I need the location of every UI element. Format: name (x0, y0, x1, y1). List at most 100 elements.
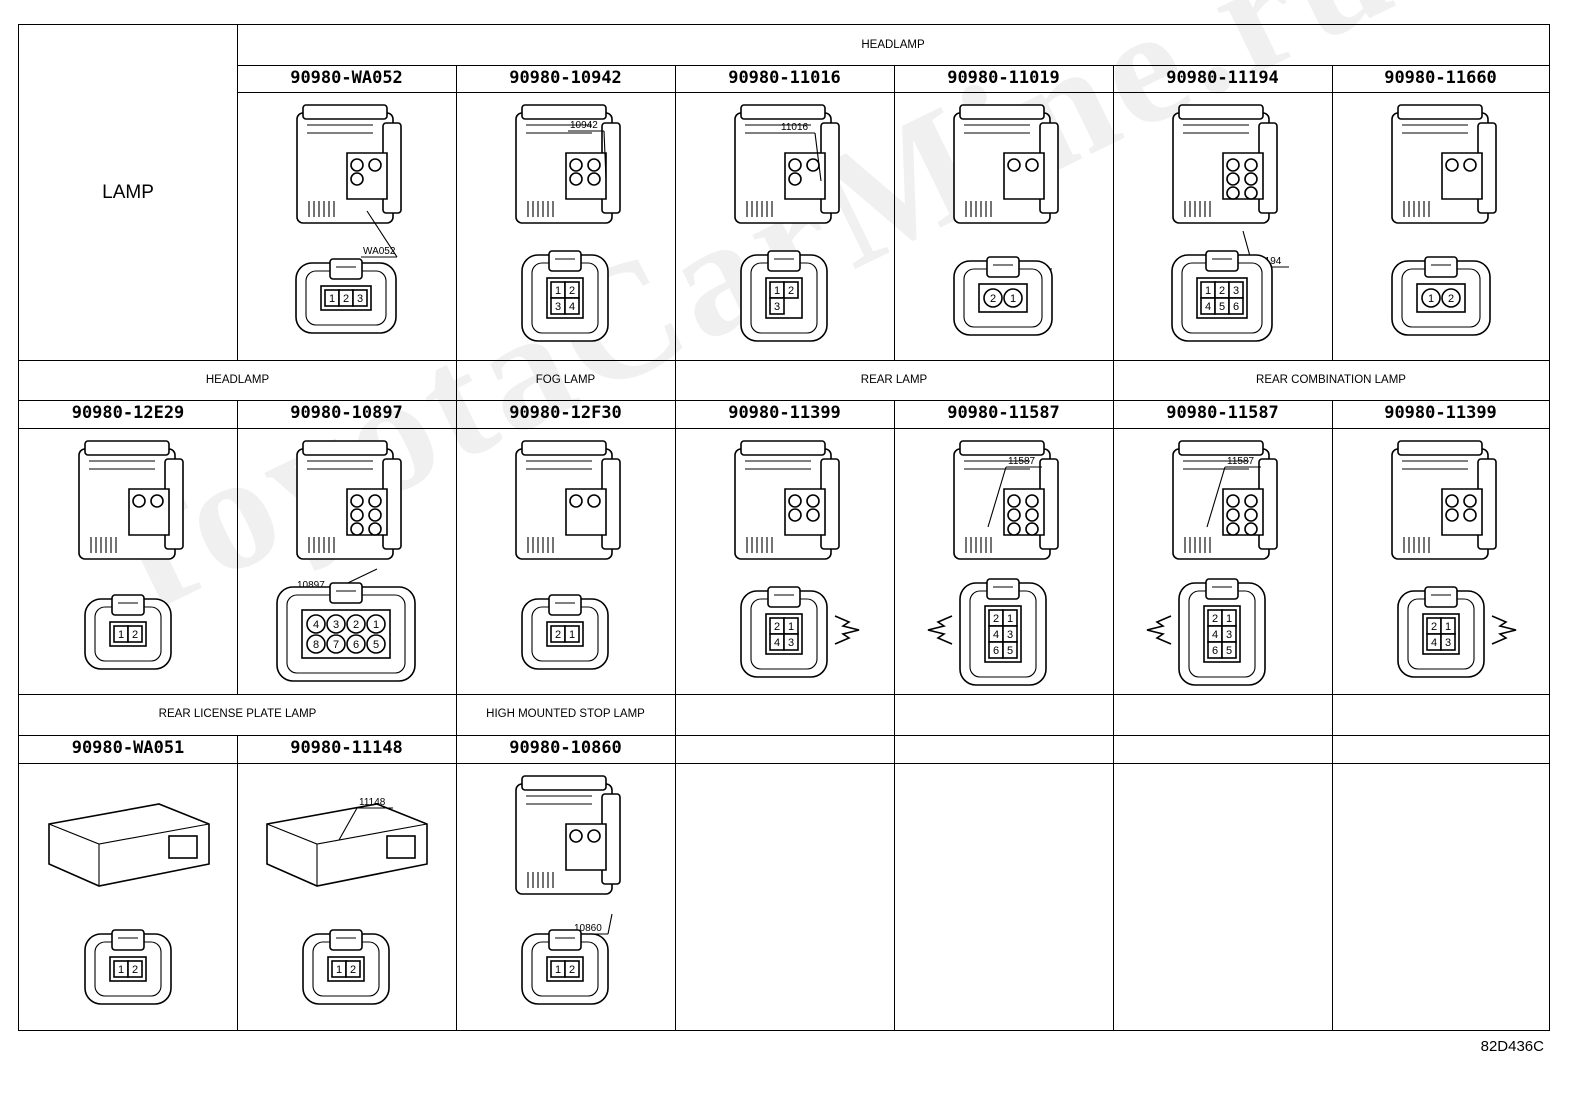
lamp-label: LAMP (102, 182, 154, 203)
part-number: 90980-11587 (1166, 403, 1279, 423)
section-rear-lamp: REAR LAMP (860, 374, 928, 386)
drawing-code: 82D436C (1480, 1038, 1544, 1055)
pin-number: 2 (1219, 285, 1225, 297)
pin-number: 3 (1445, 637, 1451, 649)
pin-number: 3 (774, 301, 780, 313)
part-number: 90980-10897 (290, 403, 403, 423)
part-number: 90980-11587 (947, 403, 1060, 423)
pin-number: 4 (569, 301, 575, 313)
pin-number: 6 (1212, 645, 1218, 657)
part-number: 90980-11148 (290, 738, 403, 758)
connector-tag: 11587 (1008, 456, 1036, 467)
pin-number: 3 (1226, 629, 1232, 641)
pin-number: 2 (774, 621, 780, 633)
connector-drawing-11194: 11194123456 (1113, 93, 1332, 355)
pin-number: 1 (774, 285, 780, 297)
pin-number: 1 (118, 964, 124, 976)
section-headlamp-row1: HEADLAMP (861, 39, 925, 51)
pin-number: 4 (1205, 301, 1211, 313)
pin-number: 3 (1007, 629, 1013, 641)
pin-number: 2 (555, 629, 561, 641)
connector-tag: 10942 (570, 120, 598, 131)
pin-number: 4 (774, 637, 780, 649)
pin-number: 3 (333, 619, 339, 631)
pin-number: 3 (357, 293, 363, 305)
connector-tag: 10860 (574, 923, 602, 934)
pin-number: 2 (990, 293, 996, 305)
part-number: 90980-11399 (1384, 403, 1497, 423)
pin-number: 2 (1212, 613, 1218, 625)
section-headlamp-row2: HEADLAMP (205, 374, 270, 386)
pin-number: 4 (313, 619, 319, 631)
pin-number: 1 (1205, 285, 1211, 297)
pin-number: 6 (993, 645, 999, 657)
pin-number: 1 (788, 621, 794, 633)
pin-number: 2 (350, 964, 356, 976)
pin-number: 2 (1431, 621, 1437, 633)
pin-number: 2 (1448, 293, 1454, 305)
pin-number: 5 (1226, 645, 1232, 657)
part-number: 90980-11660 (1384, 68, 1497, 88)
pin-number: 3 (788, 637, 794, 649)
section-rear-license-plate-lamp: REAR LICENSE PLATE LAMP (158, 708, 317, 720)
part-number: 90980-12F30 (509, 403, 622, 423)
section-rear-combination-lamp: REAR COMBINATION LAMP (1256, 374, 1406, 386)
pin-number: 5 (373, 639, 379, 651)
part-number: 90980-11019 (947, 68, 1060, 88)
part-number: 90980-12E29 (71, 403, 185, 423)
pin-number: 6 (353, 639, 359, 651)
part-number: 90980-11194 (1166, 68, 1279, 88)
pin-number: 3 (1233, 285, 1239, 297)
part-number: 90980-11399 (728, 403, 841, 423)
pin-number: 4 (1212, 629, 1218, 641)
part-number: 90980-11016 (728, 68, 841, 88)
pin-number: 2 (569, 285, 575, 297)
connector-table: LAMP HEADLAMP HEADLAMP FOG LAMP REAR LAM… (18, 24, 1550, 1031)
pin-number: 4 (1431, 637, 1437, 649)
pin-number: 1 (1010, 293, 1016, 305)
pin-number: 1 (555, 964, 561, 976)
section-fog-lamp: FOG LAMP (535, 374, 596, 386)
part-number: 90980-WA052 (290, 68, 403, 88)
pin-number: 2 (343, 293, 349, 305)
pin-number: 1 (1007, 613, 1013, 625)
pin-number: 8 (313, 639, 319, 651)
pin-number: 3 (555, 301, 561, 313)
pin-number: 4 (993, 629, 999, 641)
pin-number: 2 (132, 964, 138, 976)
connector-tag: 11587 (1227, 456, 1255, 467)
connector-tag: 11016 (781, 122, 809, 133)
pin-number: 2 (569, 964, 575, 976)
part-number: 90980-10860 (509, 738, 622, 758)
part-number: 90980-10942 (509, 68, 622, 88)
connector-tag: 10897 (297, 580, 325, 591)
part-number: 90980-WA051 (71, 738, 185, 758)
connector-drawing-11019: 1101921 (894, 93, 1113, 355)
pin-number: 1 (118, 629, 124, 641)
section-high-mounted-stop-lamp: HIGH MOUNTED STOP LAMP (486, 708, 645, 720)
pin-number: 1 (373, 619, 379, 631)
pin-number: 1 (569, 629, 575, 641)
pin-number: 7 (333, 639, 339, 651)
pin-number: 1 (1428, 293, 1434, 305)
pin-number: 2 (132, 629, 138, 641)
pin-number: 5 (1007, 645, 1013, 657)
pin-number: 1 (1445, 621, 1451, 633)
connector-tag: WA052 (363, 246, 396, 257)
pin-number: 6 (1233, 301, 1239, 313)
pin-number: 2 (788, 285, 794, 297)
